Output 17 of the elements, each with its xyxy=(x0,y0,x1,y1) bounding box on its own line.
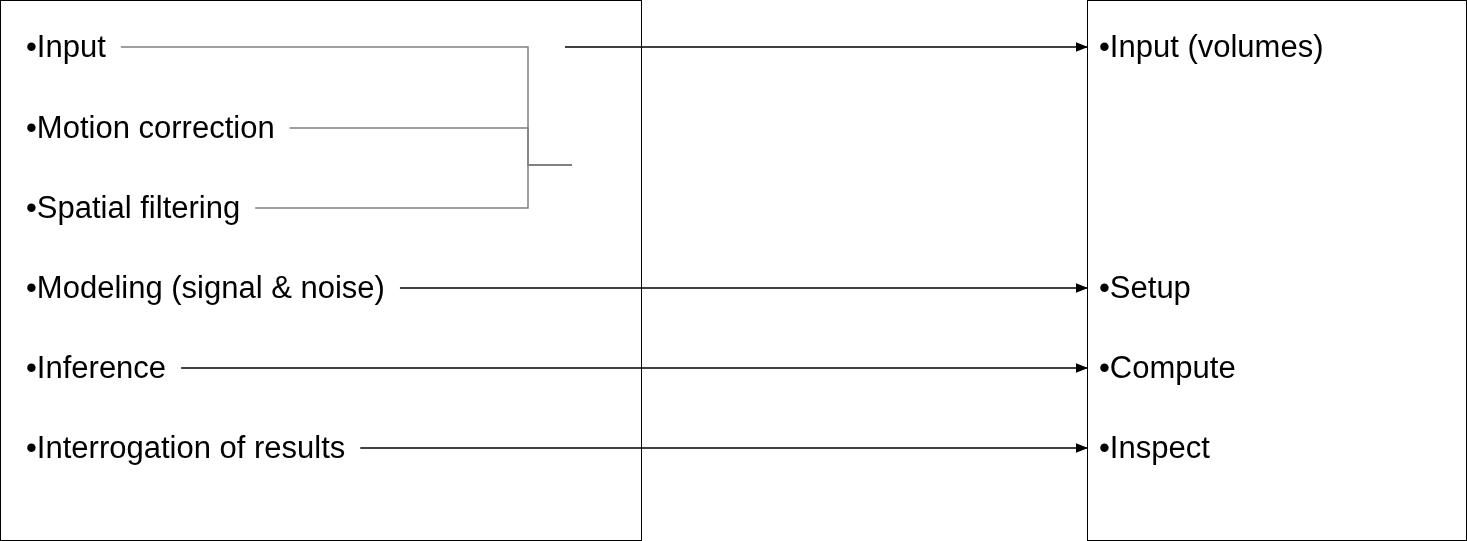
arrow xyxy=(180,363,1089,373)
list-item: •Input (volumes) xyxy=(1089,29,1324,65)
connector-line xyxy=(254,164,573,209)
list-item: •Inspect xyxy=(1089,430,1210,466)
panel-box xyxy=(1087,0,1467,541)
list-item: •Setup xyxy=(1089,270,1191,306)
panel-box xyxy=(0,0,642,541)
arrow xyxy=(359,443,1089,453)
list-item: •Spatial filtering xyxy=(26,190,241,226)
list-item: •Inference xyxy=(26,350,167,386)
list-item: •Interrogation of results xyxy=(26,430,346,466)
list-item: •Modeling (signal & noise) xyxy=(26,270,385,306)
arrow xyxy=(399,283,1089,293)
list-item: •Compute xyxy=(1089,350,1236,386)
list-item: •Motion correction xyxy=(26,110,275,146)
list-item: •Input xyxy=(26,29,106,65)
arrow xyxy=(564,42,1089,52)
